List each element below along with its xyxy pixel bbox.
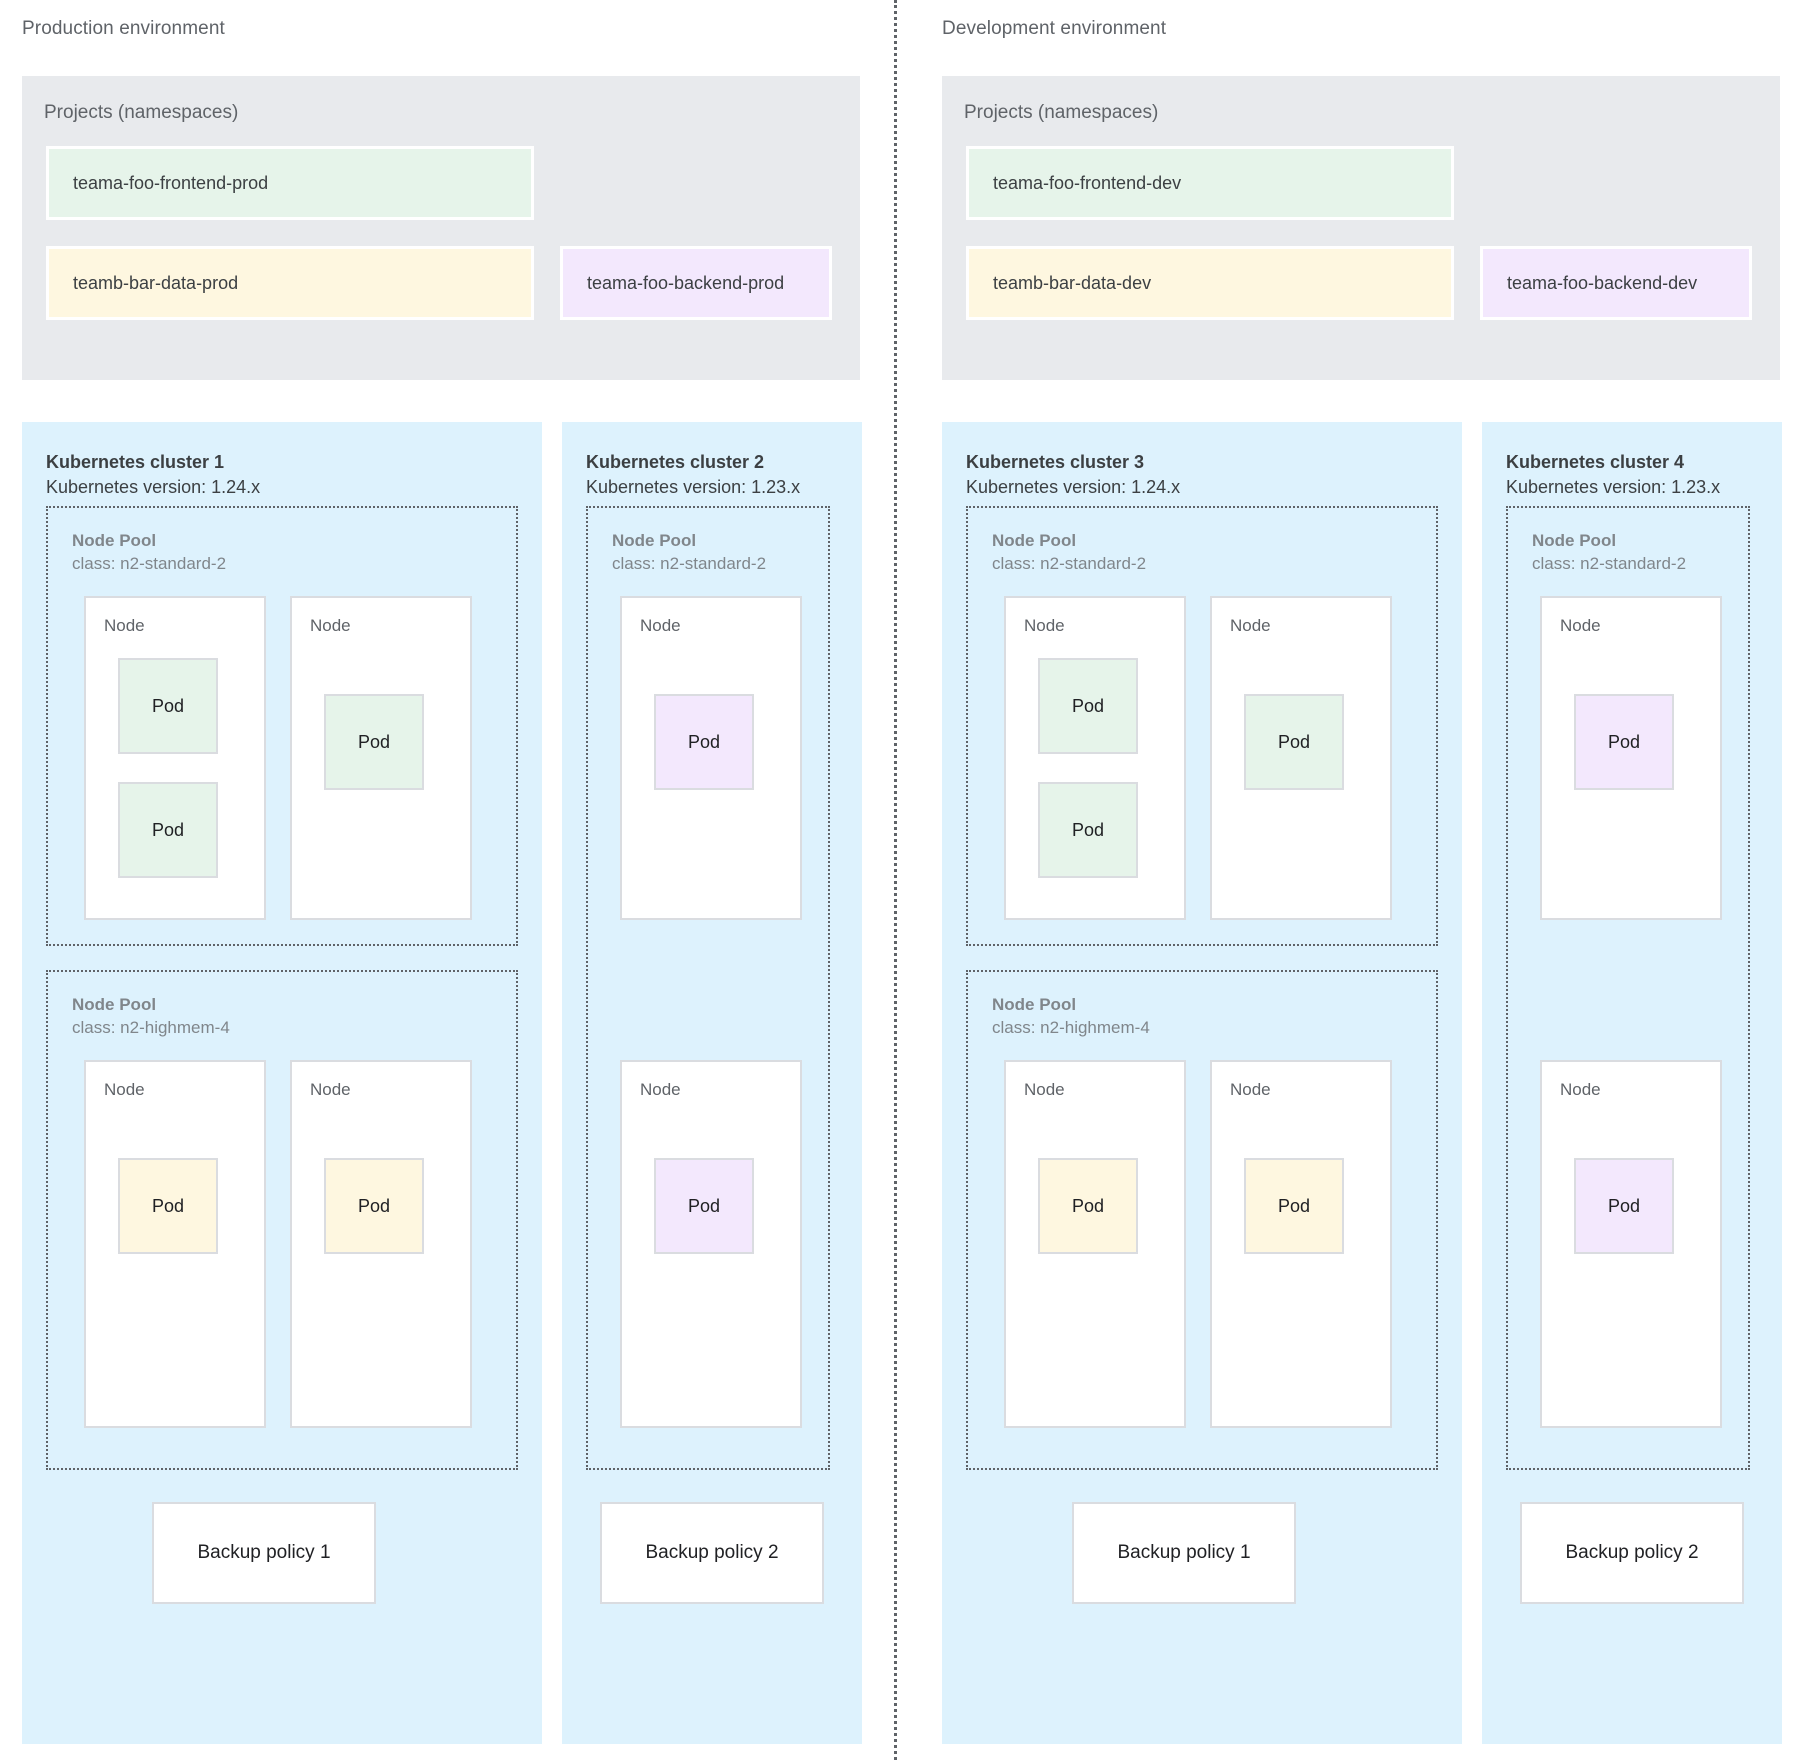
- node-box[interactable]: Node Pod: [290, 1060, 472, 1428]
- pod-box[interactable]: Pod: [1038, 1158, 1138, 1254]
- backup-policy-box[interactable]: Backup policy 1: [152, 1502, 376, 1604]
- cluster-version: Kubernetes version: 1.23.x: [1506, 476, 1721, 497]
- pod-box[interactable]: Pod: [1574, 694, 1674, 790]
- namespace-box[interactable]: teama-foo-backend-dev: [1480, 246, 1752, 320]
- projects-panel: Projects (namespaces) teama-foo-frontend…: [942, 76, 1780, 380]
- node-pool-title: Node Pool: [72, 995, 157, 1014]
- node-box[interactable]: Node Pod: [84, 1060, 266, 1428]
- cluster-header: Kubernetes cluster 1 Kubernetes version:…: [46, 450, 260, 500]
- environment-title: Development environment: [942, 18, 1167, 39]
- pod-box[interactable]: Pod: [654, 1158, 754, 1254]
- node-pool-title: Node Pool: [1532, 531, 1617, 550]
- namespace-box[interactable]: teama-foo-frontend-dev: [966, 146, 1454, 220]
- pod-box[interactable]: Pod: [1038, 658, 1138, 754]
- cluster-panel[interactable]: Kubernetes cluster 2 Kubernetes version:…: [562, 422, 862, 1744]
- node-pool-class: class: n2-highmem-4: [72, 1017, 230, 1037]
- node-box[interactable]: Node Pod: [1210, 596, 1392, 920]
- node-pool[interactable]: Node Pool class: n2-highmem-4 Node Pod N…: [46, 970, 518, 1470]
- node-box[interactable]: Node Pod: [620, 1060, 802, 1428]
- environment-title: Production environment: [22, 18, 225, 39]
- environment-divider: [894, 0, 897, 1760]
- node-pool-header: Node Pool class: n2-standard-2: [612, 530, 766, 576]
- cluster-panel[interactable]: Kubernetes cluster 3 Kubernetes version:…: [942, 422, 1462, 1744]
- environment-development: Development environment Projects (namesp…: [920, 0, 1800, 1760]
- node-label: Node: [1024, 1080, 1065, 1099]
- node-box[interactable]: Node Pod: [1210, 1060, 1392, 1428]
- projects-panel-title: Projects (namespaces): [44, 102, 239, 123]
- node-pool[interactable]: Node Pool class: n2-highmem-4 Node Pod N…: [966, 970, 1438, 1470]
- cluster-name: Kubernetes cluster 2: [586, 452, 765, 472]
- pod-box[interactable]: Pod: [118, 658, 218, 754]
- cluster-header: Kubernetes cluster 4 Kubernetes version:…: [1506, 450, 1720, 500]
- node-pool-class: class: n2-standard-2: [1532, 553, 1687, 573]
- projects-panel-title: Projects (namespaces): [964, 102, 1159, 123]
- node-pool[interactable]: Node Pool class: n2-standard-2 Node Pod …: [1506, 506, 1750, 1470]
- node-label: Node: [640, 1080, 681, 1099]
- cluster-version: Kubernetes version: 1.24.x: [966, 476, 1181, 497]
- projects-panel: Projects (namespaces) teama-foo-frontend…: [22, 76, 860, 380]
- node-box[interactable]: Node Pod: [290, 596, 472, 920]
- namespace-box[interactable]: teama-foo-frontend-prod: [46, 146, 534, 220]
- node-box[interactable]: Node Pod Pod: [84, 596, 266, 920]
- pod-box[interactable]: Pod: [1574, 1158, 1674, 1254]
- backup-policy-box[interactable]: Backup policy 2: [1520, 1502, 1744, 1604]
- pod-box[interactable]: Pod: [118, 782, 218, 878]
- node-pool-header: Node Pool class: n2-standard-2: [1532, 530, 1686, 576]
- backup-policy-box[interactable]: Backup policy 2: [600, 1502, 824, 1604]
- node-box[interactable]: Node Pod Pod: [1004, 596, 1186, 920]
- pod-box[interactable]: Pod: [1244, 694, 1344, 790]
- node-pool-title: Node Pool: [72, 531, 157, 550]
- namespace-box[interactable]: teamb-bar-data-dev: [966, 246, 1454, 320]
- node-pool[interactable]: Node Pool class: n2-standard-2 Node Pod …: [46, 506, 518, 946]
- node-box[interactable]: Node Pod: [1004, 1060, 1186, 1428]
- cluster-name: Kubernetes cluster 3: [966, 452, 1145, 472]
- backup-policy-box[interactable]: Backup policy 1: [1072, 1502, 1296, 1604]
- namespace-box[interactable]: teama-foo-backend-prod: [560, 246, 832, 320]
- node-pool-title: Node Pool: [992, 531, 1077, 550]
- pod-box[interactable]: Pod: [654, 694, 754, 790]
- cluster-header: Kubernetes cluster 2 Kubernetes version:…: [586, 450, 800, 500]
- node-pool-class: class: n2-standard-2: [72, 553, 227, 573]
- cluster-name: Kubernetes cluster 4: [1506, 452, 1685, 472]
- node-pool-header: Node Pool class: n2-standard-2: [72, 530, 226, 576]
- cluster-version: Kubernetes version: 1.23.x: [586, 476, 801, 497]
- node-label: Node: [1560, 1080, 1601, 1099]
- node-label: Node: [310, 1080, 351, 1099]
- namespace-box[interactable]: teamb-bar-data-prod: [46, 246, 534, 320]
- node-pool-title: Node Pool: [612, 531, 697, 550]
- pod-box[interactable]: Pod: [1038, 782, 1138, 878]
- pod-box[interactable]: Pod: [1244, 1158, 1344, 1254]
- node-label: Node: [310, 616, 351, 635]
- node-label: Node: [104, 1080, 145, 1099]
- node-label: Node: [640, 616, 681, 635]
- node-pool-class: class: n2-standard-2: [992, 553, 1147, 573]
- node-box[interactable]: Node Pod: [1540, 1060, 1722, 1428]
- pod-box[interactable]: Pod: [324, 694, 424, 790]
- node-pool-header: Node Pool class: n2-standard-2: [992, 530, 1146, 576]
- node-label: Node: [1230, 616, 1271, 635]
- node-label: Node: [1560, 616, 1601, 635]
- cluster-version: Kubernetes version: 1.24.x: [46, 476, 261, 497]
- cluster-name: Kubernetes cluster 1: [46, 452, 225, 472]
- node-label: Node: [104, 616, 145, 635]
- node-label: Node: [1230, 1080, 1271, 1099]
- node-pool-header: Node Pool class: n2-highmem-4: [992, 994, 1150, 1040]
- node-label: Node: [1024, 616, 1065, 635]
- node-box[interactable]: Node Pod: [620, 596, 802, 920]
- node-pool-header: Node Pool class: n2-highmem-4: [72, 994, 230, 1040]
- node-pool[interactable]: Node Pool class: n2-standard-2 Node Pod …: [586, 506, 830, 1470]
- node-pool[interactable]: Node Pool class: n2-standard-2 Node Pod …: [966, 506, 1438, 946]
- node-pool-title: Node Pool: [992, 995, 1077, 1014]
- cluster-header: Kubernetes cluster 3 Kubernetes version:…: [966, 450, 1180, 500]
- pod-box[interactable]: Pod: [324, 1158, 424, 1254]
- node-box[interactable]: Node Pod: [1540, 596, 1722, 920]
- pod-box[interactable]: Pod: [118, 1158, 218, 1254]
- cluster-panel[interactable]: Kubernetes cluster 4 Kubernetes version:…: [1482, 422, 1782, 1744]
- node-pool-class: class: n2-standard-2: [612, 553, 767, 573]
- cluster-panel[interactable]: Kubernetes cluster 1 Kubernetes version:…: [22, 422, 542, 1744]
- node-pool-class: class: n2-highmem-4: [992, 1017, 1150, 1037]
- environment-production: Production environment Projects (namespa…: [0, 0, 880, 1760]
